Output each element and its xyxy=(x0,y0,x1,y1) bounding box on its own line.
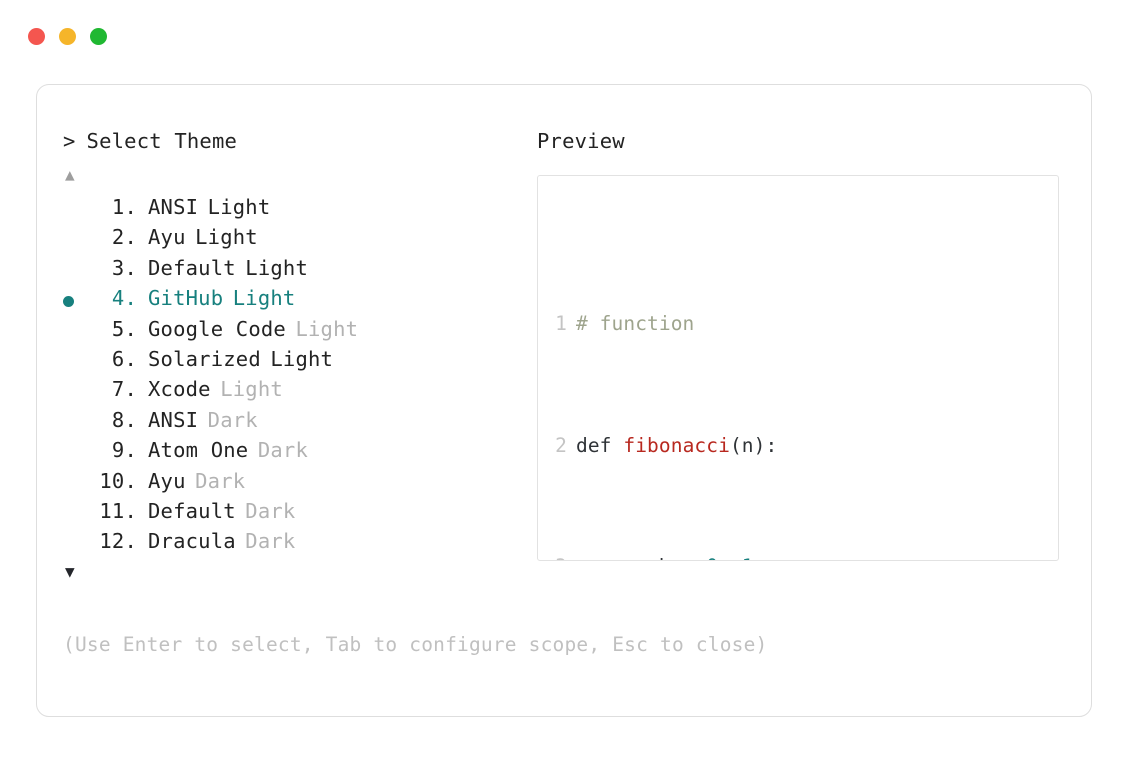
theme-name: Default xyxy=(148,255,236,280)
minimize-button[interactable] xyxy=(59,27,76,45)
selection-bullet-slot xyxy=(63,499,93,529)
code-token-number: 0 xyxy=(706,555,718,560)
theme-variant: Light xyxy=(295,316,359,341)
theme-variant: Light xyxy=(207,195,271,219)
theme-name: Solarized xyxy=(148,346,261,371)
theme-index: 8. xyxy=(111,407,137,432)
theme-index: 12. xyxy=(99,529,137,554)
preview-title: Preview xyxy=(537,129,625,153)
theme-index: 4. xyxy=(111,286,137,311)
list-item[interactable]: 12. Dracula Dark xyxy=(63,529,543,559)
theme-name: Ayu xyxy=(148,468,186,493)
theme-name: Xcode xyxy=(148,377,211,402)
code-line: 3 a, b = 0, 1 xyxy=(538,552,1058,560)
preview-box: 1 # function 2 def fibonacci(n): 3 a, b = … xyxy=(537,175,1059,561)
code-token-plain: a, b = xyxy=(576,555,706,560)
selection-bullet-slot xyxy=(63,225,93,255)
list-item[interactable]: 1. ANSI Light xyxy=(63,195,543,225)
theme-variant: Light xyxy=(232,286,296,311)
theme-variant: Light xyxy=(270,346,334,371)
theme-index: 11. xyxy=(99,498,137,523)
theme-index: 6. xyxy=(111,346,137,371)
line-number: 1 xyxy=(555,312,567,336)
list-item[interactable]: 6. Solarized Light xyxy=(63,347,543,377)
theme-variant: Dark xyxy=(245,498,296,523)
preview-panel: Preview 1 # function 2 def fibonacci(n): 3… xyxy=(537,129,1067,561)
selection-bullet-slot xyxy=(63,195,93,225)
code-line: 1 # function xyxy=(538,309,1058,339)
list-item[interactable]: 7. Xcode Light xyxy=(63,377,543,407)
theme-variant: Dark xyxy=(195,468,246,493)
list-item-selected[interactable]: 4. GitHub Light xyxy=(63,286,543,316)
selection-bullet-slot xyxy=(63,286,93,316)
list-item[interactable]: 3. Default Light xyxy=(63,256,543,286)
theme-index: 3. xyxy=(111,255,137,280)
theme-name: ANSI xyxy=(148,195,199,219)
code-line: 2 def fibonacci(n): xyxy=(538,431,1058,461)
code-token-punct: (n): xyxy=(729,433,778,457)
theme-picker-card: > Select Theme ▲ 1. ANSI Light 2. Ayu Li… xyxy=(36,84,1092,717)
theme-variant: Light xyxy=(220,377,283,402)
line-number: 2 xyxy=(555,433,567,457)
prompt-header: > Select Theme xyxy=(63,129,543,159)
theme-name: Ayu xyxy=(148,225,186,250)
maximize-button[interactable] xyxy=(90,27,107,45)
theme-list-panel: > Select Theme ▲ 1. ANSI Light 2. Ayu Li… xyxy=(63,129,543,588)
selection-bullet-slot xyxy=(63,347,93,377)
theme-name: GitHub xyxy=(148,286,224,311)
theme-variant: Dark xyxy=(245,529,296,554)
code-token-punct: , xyxy=(718,555,742,560)
theme-name: Atom One xyxy=(148,438,249,463)
window-titlebar xyxy=(0,0,1129,72)
code-token-comment: # function xyxy=(576,312,695,336)
selection-bullet-slot xyxy=(63,256,93,286)
keyboard-hint: (Use Enter to select, Tab to configure s… xyxy=(63,633,768,656)
code-token-number: 1 xyxy=(742,555,754,560)
prompt-caret-icon: > xyxy=(63,129,76,153)
selection-bullet-slot xyxy=(63,469,93,499)
theme-index: 10. xyxy=(99,468,137,493)
code-preview: 1 # function 2 def fibonacci(n): 3 a, b = … xyxy=(538,218,1058,560)
list-item[interactable]: 10. Ayu Dark xyxy=(63,469,543,499)
theme-name: Google Code xyxy=(148,316,286,341)
theme-index: 5. xyxy=(111,316,137,341)
theme-list: 1. ANSI Light 2. Ayu Light 3. Default Li… xyxy=(63,195,543,560)
theme-variant: Dark xyxy=(207,407,258,432)
theme-name: Default xyxy=(148,498,236,523)
list-item[interactable]: 8. ANSI Dark xyxy=(63,408,543,438)
theme-variant: Light xyxy=(195,225,258,250)
code-token-function: fibonacci xyxy=(623,433,730,457)
selection-bullet-slot xyxy=(63,408,93,438)
theme-index: 7. xyxy=(111,377,137,402)
list-item[interactable]: 11. Default Dark xyxy=(63,499,543,529)
close-button[interactable] xyxy=(28,27,45,45)
theme-index: 9. xyxy=(111,438,137,463)
theme-name: ANSI xyxy=(148,407,199,432)
list-item[interactable]: 9. Atom One Dark xyxy=(63,438,543,468)
selection-bullet-slot xyxy=(63,317,93,347)
list-item[interactable]: 5. Google Code Light xyxy=(63,317,543,347)
selection-bullet-slot xyxy=(63,438,93,468)
page-title: Select Theme xyxy=(86,129,238,153)
scroll-down-icon[interactable]: ▼ xyxy=(65,561,75,581)
theme-variant: Light xyxy=(245,255,309,280)
selection-bullet-slot xyxy=(63,529,93,559)
theme-index: 2. xyxy=(111,225,137,250)
line-number: 3 xyxy=(555,552,567,560)
theme-variant: Dark xyxy=(257,438,309,463)
theme-name: Dracula xyxy=(148,529,236,554)
list-item[interactable]: 2. Ayu Light xyxy=(63,225,543,255)
selected-dot-icon xyxy=(63,295,74,307)
code-token-keyword: def xyxy=(576,433,624,457)
scroll-up-icon[interactable]: ▲ xyxy=(65,165,75,184)
selection-bullet-slot xyxy=(63,377,93,407)
theme-index: 1. xyxy=(111,195,137,219)
